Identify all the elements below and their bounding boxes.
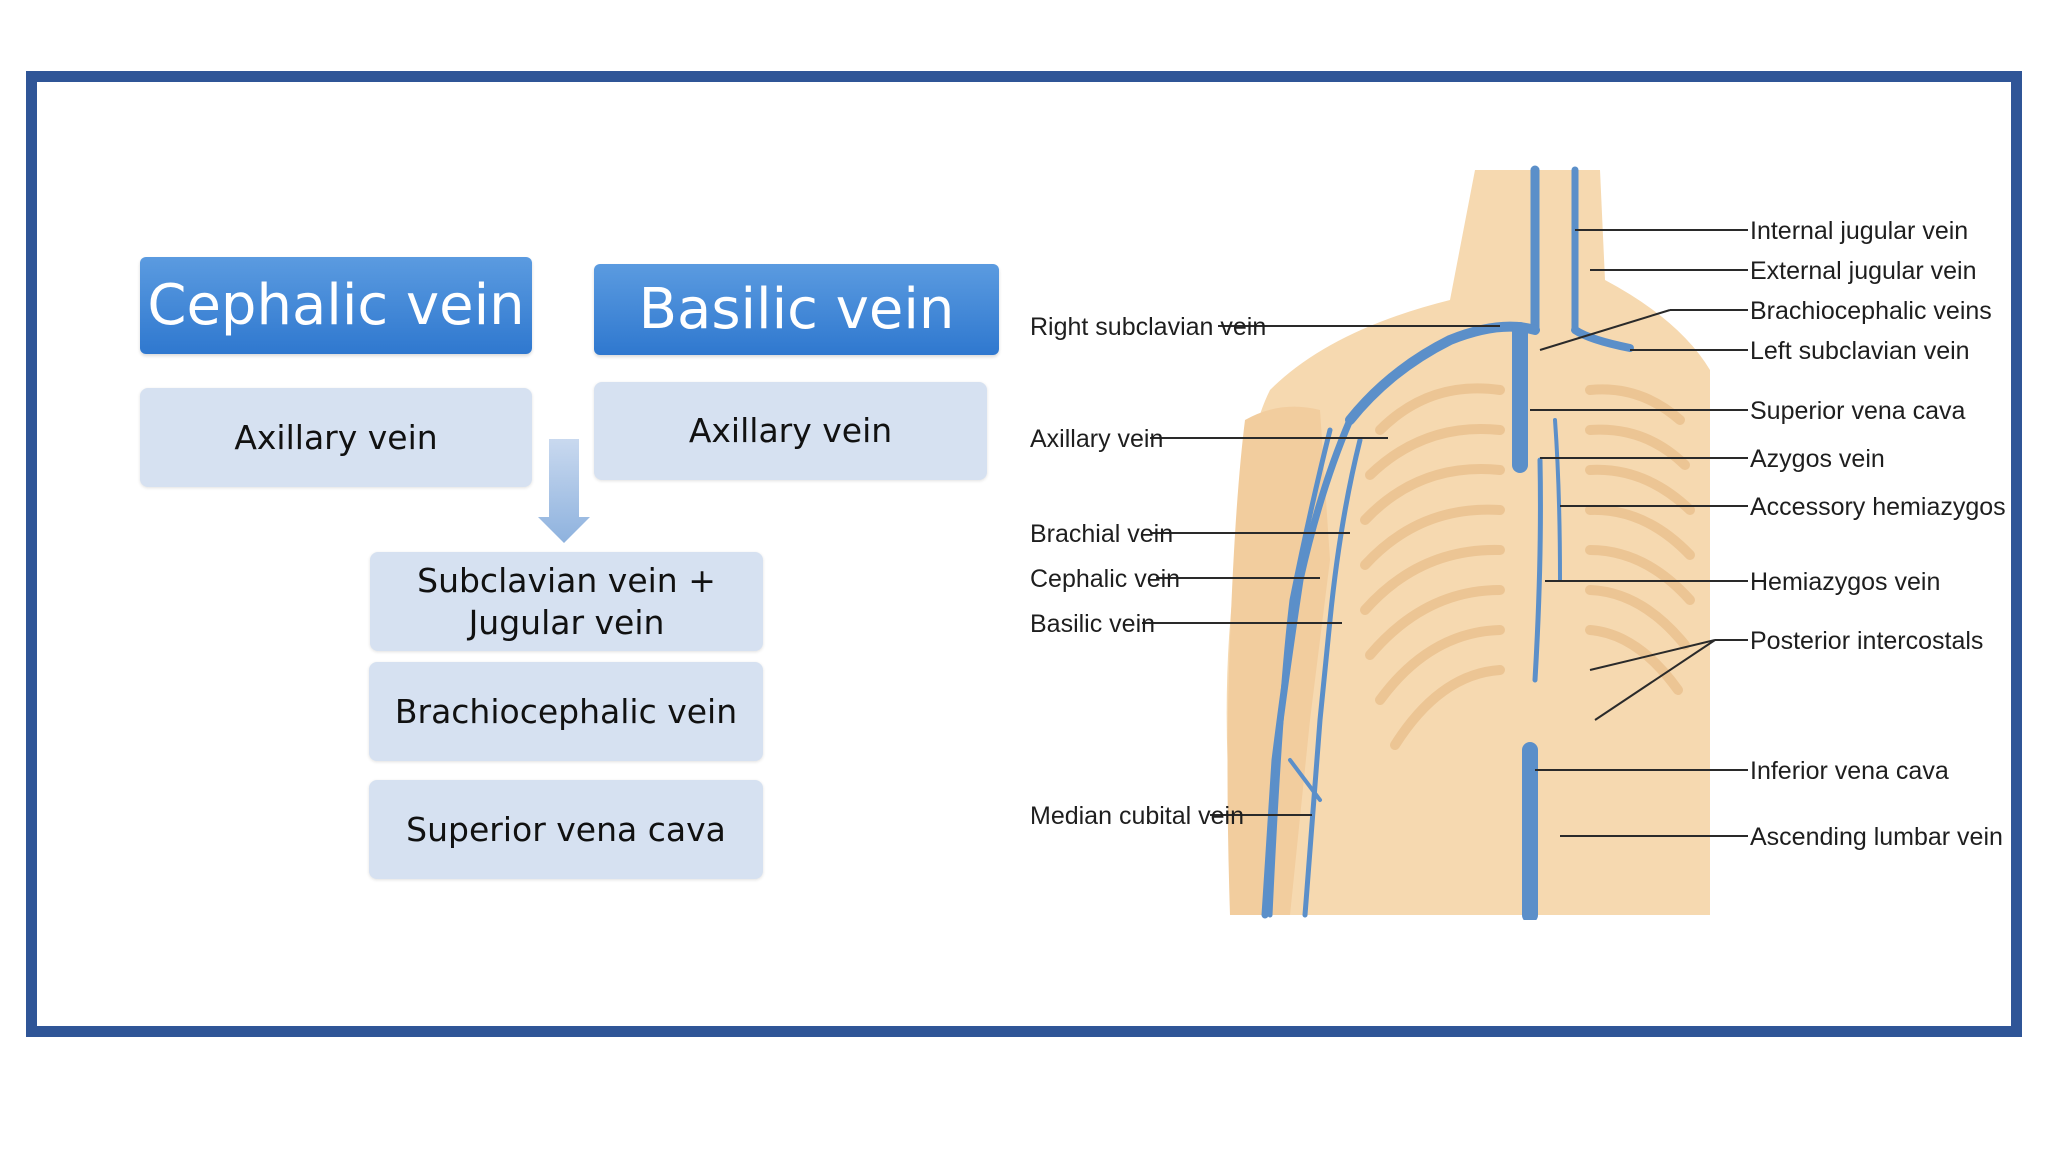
label-internal-jugular-vein: Internal jugular vein <box>1750 217 1968 245</box>
label-hemiazygos-vein: Hemiazygos vein <box>1750 568 1940 596</box>
label-external-jugular-vein: External jugular vein <box>1750 257 1977 285</box>
label-posterior-intercostals: Posterior intercostals <box>1750 627 1983 655</box>
venous-anatomy-diagram: Right subclavian vein Axillary vein Brac… <box>1030 165 2010 920</box>
jugular-line: Jugular vein <box>468 602 665 642</box>
label-accessory-hemiazygos-vein: Accessory hemiazygos vein <box>1750 493 2010 521</box>
label-brachial-vein: Brachial vein <box>1030 520 1173 548</box>
axillary-vein-box-right: Axillary vein <box>594 382 987 480</box>
label-basilic-vein: Basilic vein <box>1030 610 1155 638</box>
label-ascending-lumbar-vein: Ascending lumbar vein <box>1750 823 2003 851</box>
down-arrow-icon <box>538 439 590 543</box>
ribs <box>1360 383 1695 750</box>
leader-lines <box>1142 229 1748 837</box>
cephalic-vein-header: Cephalic vein <box>140 257 532 354</box>
label-right-subclavian-vein: Right subclavian vein <box>1030 313 1266 341</box>
brachiocephalic-vein-box: Brachiocephalic vein <box>369 662 763 761</box>
veins <box>1261 165 1634 920</box>
axillary-vein-box-left: Axillary vein <box>140 388 532 487</box>
label-superior-vena-cava: Superior vena cava <box>1750 397 1966 425</box>
label-azygos-vein: Azygos vein <box>1750 445 1885 473</box>
label-cephalic-vein: Cephalic vein <box>1030 565 1180 593</box>
basilic-vein-header: Basilic vein <box>594 264 999 355</box>
subclavian-line: Subclavian vein + <box>417 560 716 600</box>
subclavian-jugular-box: Subclavian vein + Jugular vein <box>370 552 763 651</box>
torso-silhouette <box>1226 170 1710 915</box>
superior-vena-cava-box: Superior vena cava <box>369 780 763 879</box>
label-median-cubital-vein: Median cubital vein <box>1030 802 1244 830</box>
label-left-subclavian-vein: Left subclavian vein <box>1750 337 1970 365</box>
label-brachiocephalic-veins: Brachiocephalic veins <box>1750 297 1992 325</box>
label-axillary-vein: Axillary vein <box>1030 425 1163 453</box>
label-inferior-vena-cava: Inferior vena cava <box>1750 757 1949 785</box>
